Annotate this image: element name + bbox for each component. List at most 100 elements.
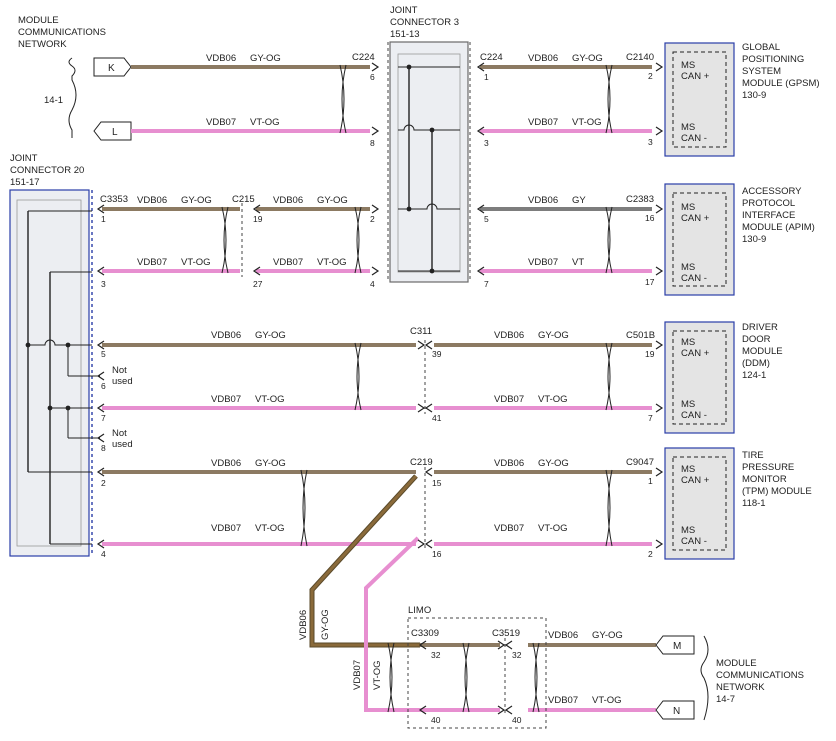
- arrow: [371, 204, 380, 214]
- arrow: [371, 266, 380, 276]
- arrow: [96, 403, 105, 413]
- c3519-label: C3519: [492, 628, 520, 639]
- c219-label: C219: [410, 457, 433, 468]
- module-box: [664, 42, 735, 157]
- arrow: [655, 340, 664, 350]
- wire-circuit: VDB06: [137, 195, 167, 206]
- connector-dashes: [241, 203, 547, 729]
- arrow: [655, 126, 664, 136]
- jc20-tap: [28, 339, 92, 346]
- c224-label: C224: [352, 52, 375, 63]
- twist-marker: [605, 469, 613, 547]
- wire-circuit: VDB07: [528, 257, 558, 268]
- connector-label: C9047: [626, 457, 654, 468]
- wire-color: GY-OG: [317, 195, 348, 206]
- network-brace: [700, 635, 709, 721]
- wire-circuit: VDB07: [211, 394, 241, 405]
- pin-number: 6: [370, 72, 375, 82]
- pin-number: 40: [512, 715, 522, 725]
- bottom-network: M N MODULE COMMUNICATIONS NETWORK 14-7: [655, 635, 804, 721]
- wire-circuit: VDB06: [528, 195, 558, 206]
- arrow: [417, 403, 426, 413]
- top-network-label-1: MODULE: [18, 15, 59, 26]
- arrow: [424, 539, 433, 549]
- can-minus-label: CAN -: [681, 410, 707, 421]
- c215-label: C215: [232, 194, 255, 205]
- wire-color: VT-OG: [372, 660, 383, 690]
- pin-number: 32: [431, 650, 441, 660]
- wire-color: VT-OG: [538, 523, 568, 534]
- ms-label: MS: [681, 525, 695, 536]
- pin-number: 3: [648, 137, 653, 147]
- pin-number: 39: [432, 349, 442, 359]
- wire-circuit: VDB06: [528, 53, 558, 64]
- jc20-node: [65, 342, 71, 348]
- module-inner: [672, 192, 727, 287]
- wire-circuit: VDB07: [137, 257, 167, 268]
- wire-color: GY-OG: [255, 458, 286, 469]
- twist-marker: [605, 342, 613, 411]
- can-minus-label: CAN -: [681, 133, 707, 144]
- arrow: [655, 403, 664, 413]
- jc20-node: [25, 342, 31, 348]
- arrow: [418, 705, 427, 715]
- jc3-ref: 151-13: [390, 29, 420, 40]
- pin-number: 7: [484, 279, 489, 289]
- wire-color: GY-OG: [181, 195, 212, 206]
- pin-n-terminal: [655, 700, 695, 720]
- wire-color: GY-OG: [255, 330, 286, 341]
- pin-number: 5: [484, 214, 489, 224]
- module-name: DOOR: [742, 334, 771, 345]
- arrow: [418, 640, 427, 650]
- pin-number: 2: [648, 71, 653, 81]
- wire-circuit: VDB06: [494, 330, 524, 341]
- twist-marker: [300, 469, 308, 547]
- connector-label: C2383: [626, 194, 654, 205]
- ms-label: MS: [681, 399, 695, 410]
- arrow: [655, 204, 664, 214]
- arrow: [371, 62, 380, 72]
- wire-color: VT-OG: [255, 523, 285, 534]
- arrow: [96, 467, 105, 477]
- arrow: [655, 539, 664, 549]
- module-name: TIRE: [742, 450, 764, 461]
- can-plus-label: CAN +: [681, 71, 710, 82]
- wire-color: VT-OG: [538, 394, 568, 405]
- can-minus-label: CAN -: [681, 536, 707, 547]
- pin-number: 5: [101, 349, 106, 359]
- wire-circuit: VDB06: [273, 195, 303, 206]
- arrow: [371, 126, 380, 136]
- pin-number: 15: [432, 478, 442, 488]
- module-name: PROTOCOL: [742, 198, 795, 209]
- wire-color: GY-OG: [320, 609, 331, 640]
- wire-color: VT-OG: [250, 117, 280, 128]
- twist-markers: [221, 64, 613, 713]
- arrow: [424, 340, 433, 350]
- ms-label: MS: [681, 262, 695, 273]
- wire-circuit: VDB06: [298, 610, 309, 640]
- arrow: [417, 340, 426, 350]
- jc20-inner: [16, 199, 82, 547]
- limo-box: [407, 617, 547, 729]
- wire-circuit: VDB07: [548, 695, 578, 706]
- jc20-title-2: CONNECTOR 20: [10, 165, 84, 176]
- arrow: [497, 640, 506, 650]
- module-name: PRESSURE: [742, 462, 794, 473]
- module-name: MODULE (APIM): [742, 222, 815, 233]
- jc3-title-1: JOINT: [390, 5, 418, 16]
- wire-color: GY-OG: [592, 630, 623, 641]
- ms-label: MS: [681, 464, 695, 475]
- arrow: [424, 403, 433, 413]
- module-name: INTERFACE: [742, 210, 795, 221]
- c3309-label: C3309: [411, 628, 439, 639]
- arrow: [96, 266, 105, 276]
- can-plus-label: CAN +: [681, 213, 710, 224]
- arrow: [96, 433, 105, 443]
- jc20-ref: 151-17: [10, 177, 40, 188]
- wire-circuit: VDB06: [211, 330, 241, 341]
- ms-label: MS: [681, 122, 695, 133]
- wire-color: GY-OG: [572, 53, 603, 64]
- module-name: DRIVER: [742, 322, 778, 333]
- pin-number: 6: [101, 381, 106, 391]
- wire-color: VT-OG: [572, 117, 602, 128]
